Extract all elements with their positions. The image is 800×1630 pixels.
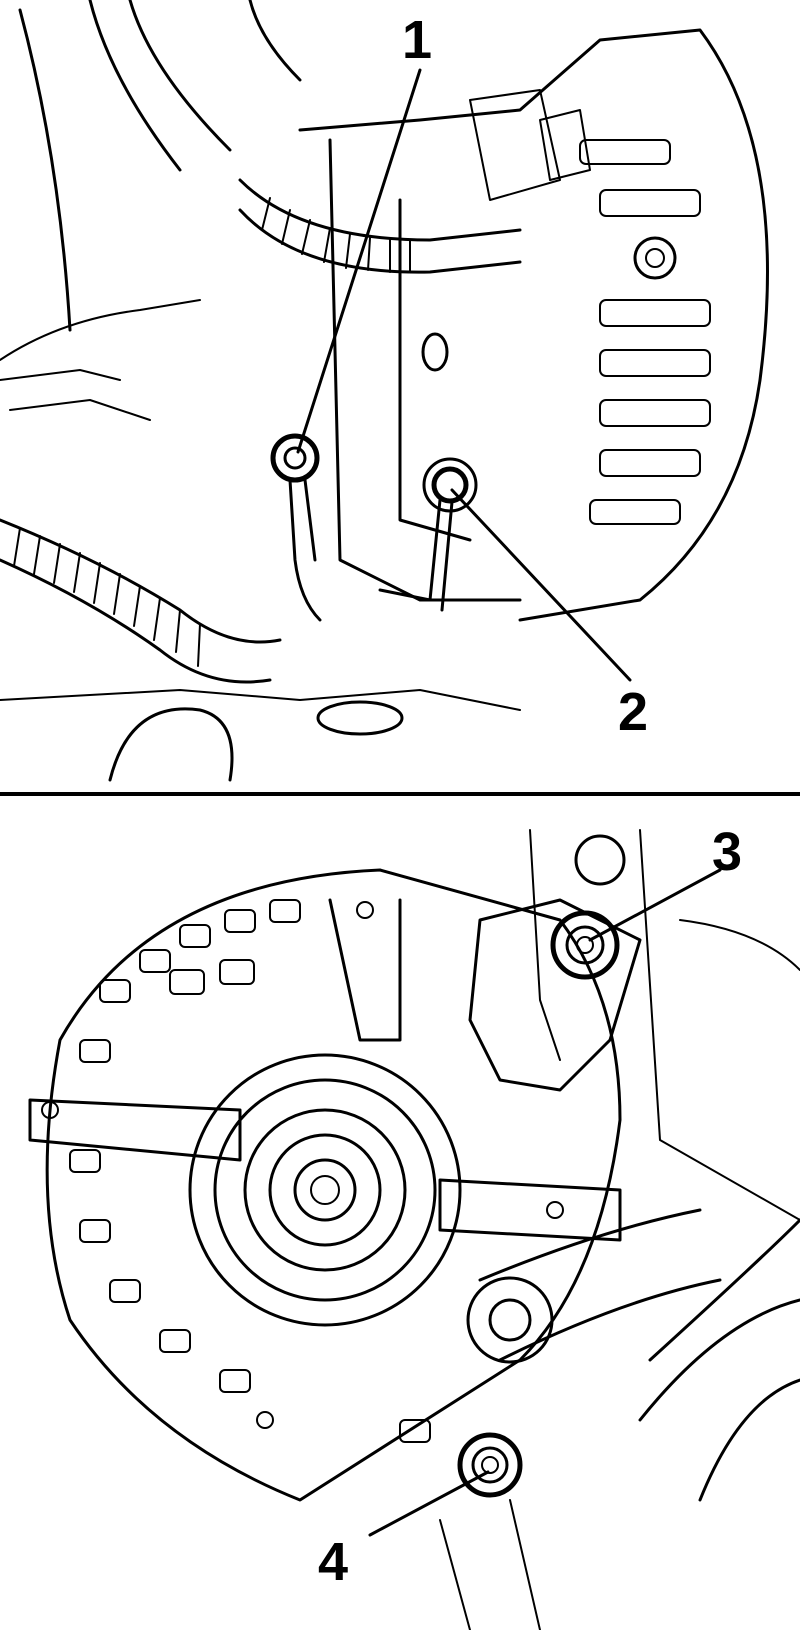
alternator-front-shell xyxy=(45,868,622,1502)
frame-line xyxy=(9,399,151,421)
leader-line-3 xyxy=(588,868,722,942)
bolt-3-center xyxy=(576,936,594,954)
alternator-housing xyxy=(398,198,472,542)
tensioner-hub xyxy=(488,1298,532,1342)
alternator-housing xyxy=(328,138,522,602)
pulley-hub xyxy=(243,1108,407,1272)
callout-1: 1 xyxy=(402,10,432,70)
lower-harness xyxy=(0,518,282,644)
block-contour xyxy=(108,707,234,782)
pulley-nut xyxy=(268,1133,382,1247)
housing-bolt xyxy=(633,236,677,280)
upper-harness xyxy=(238,178,522,242)
bolt-4-head xyxy=(471,1446,509,1484)
front-cooling-slots xyxy=(69,899,431,1443)
bolt-4-washer xyxy=(457,1432,523,1498)
frame-line xyxy=(128,0,232,152)
bolt-4-center xyxy=(481,1456,499,1474)
bracket-line xyxy=(439,1519,471,1630)
engine-contour xyxy=(639,829,800,1221)
lower-harness xyxy=(0,558,272,684)
housing-hole xyxy=(421,332,449,372)
frame-line xyxy=(18,8,72,332)
upper-mounting-ear xyxy=(468,898,642,1092)
frame-line xyxy=(0,299,201,361)
lower-harness-ribs xyxy=(13,527,201,667)
engine-block xyxy=(0,689,521,711)
terminal-1-cable xyxy=(303,478,317,562)
alternator-front-drawing: 3 4 xyxy=(28,822,800,1630)
crank-pulley xyxy=(638,1298,800,1422)
callout-2: 2 xyxy=(618,682,648,742)
arm-bolt xyxy=(546,1201,564,1219)
terminal-2-cable xyxy=(440,500,454,612)
terminal-1-stud xyxy=(283,446,307,470)
top-illustration-panel: 1 2 xyxy=(0,0,800,790)
leader-line-2 xyxy=(450,488,632,682)
tensioner-pulley xyxy=(466,1276,554,1364)
crank-pulley xyxy=(648,1218,800,1362)
engine-contour xyxy=(529,829,561,1061)
alternator-rear-drawing: 1 2 xyxy=(0,0,769,782)
frame-line xyxy=(88,0,182,172)
mounting-arm-right xyxy=(438,1178,622,1242)
arm-bolt xyxy=(256,1411,274,1429)
crank-pulley xyxy=(698,1378,800,1502)
terminal-2-cable xyxy=(378,498,442,602)
pulley-shaft xyxy=(293,1158,357,1222)
callout-3: 3 xyxy=(712,822,742,882)
bottom-illustration-panel: 3 4 xyxy=(0,800,800,1630)
arm-bolt xyxy=(356,901,374,919)
cooling-fins xyxy=(579,139,711,525)
frame-line xyxy=(0,369,121,381)
pulley-groove xyxy=(213,1078,437,1302)
frame-line xyxy=(248,0,302,82)
terminal-2-nut xyxy=(431,466,469,504)
tensioner-arm xyxy=(498,1278,722,1362)
arm-bolt xyxy=(41,1101,59,1119)
bracket-line xyxy=(509,1499,541,1630)
callout-4: 4 xyxy=(318,1532,348,1592)
terminal-1-cable xyxy=(288,478,322,622)
pulley-outer xyxy=(188,1053,462,1327)
leader-line-1 xyxy=(296,68,422,454)
panel-divider xyxy=(0,792,800,796)
housing-bolt xyxy=(645,248,665,268)
leader-line-4 xyxy=(368,1470,490,1537)
bolt-3-washer xyxy=(550,910,620,980)
mounting-arm-left xyxy=(28,1098,242,1162)
terminal-1-nut xyxy=(270,433,320,483)
engine-boss xyxy=(574,834,626,886)
alternator-housing xyxy=(298,28,769,622)
regulator-connector xyxy=(469,89,561,201)
pulley-center xyxy=(310,1175,340,1205)
regulator-connector xyxy=(539,109,591,181)
engine-contour xyxy=(679,919,800,971)
mounting-arm-top xyxy=(328,898,402,1042)
bolt-3-head xyxy=(565,925,605,965)
block-boss xyxy=(316,700,404,736)
tensioner-arm xyxy=(478,1208,702,1282)
harness-ribs xyxy=(261,197,411,273)
